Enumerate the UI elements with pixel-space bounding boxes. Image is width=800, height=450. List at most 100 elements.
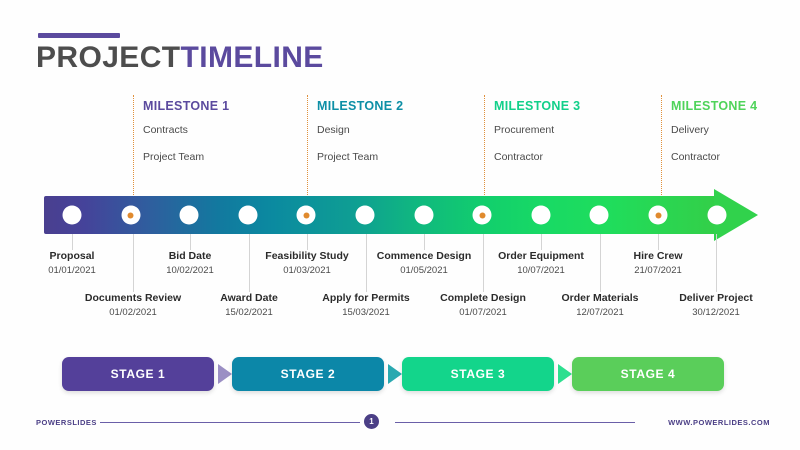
page-number-badge: 1 bbox=[364, 414, 379, 429]
event-name: Commence Design bbox=[376, 250, 472, 262]
timeline-event-label: Order Materials 12/07/2021 bbox=[544, 292, 656, 319]
timeline-tick bbox=[190, 234, 191, 250]
timeline-milestone-node[interactable] bbox=[296, 205, 316, 225]
milestone-connector-line-2 bbox=[307, 95, 308, 213]
event-date: 30/12/2021 bbox=[692, 306, 740, 318]
timeline-tick bbox=[424, 234, 425, 250]
timeline-event-label: Documents Review 01/02/2021 bbox=[77, 292, 189, 319]
event-name: Proposal bbox=[49, 250, 95, 262]
timeline-node[interactable] bbox=[589, 205, 609, 225]
event-name: Hire Crew bbox=[633, 250, 683, 262]
timeline-node[interactable] bbox=[238, 205, 258, 225]
timeline-bar-gradient bbox=[44, 196, 716, 234]
footer-brand-left: POWERSLIDES bbox=[36, 418, 97, 427]
timeline-node[interactable] bbox=[414, 205, 434, 225]
milestone-detail-secondary: Contractor bbox=[494, 151, 544, 163]
timeline-tick bbox=[133, 234, 134, 292]
timeline-event-label: Commence Design 01/05/2021 bbox=[368, 250, 480, 277]
stage-bar-3[interactable]: STAGE 3 bbox=[402, 357, 554, 391]
timeline-node[interactable] bbox=[531, 205, 551, 225]
event-name: Order Equipment bbox=[498, 250, 584, 262]
page-title-part2: TIMELINE bbox=[180, 41, 324, 74]
milestone-title: MILESTONE 2 bbox=[317, 99, 404, 113]
timeline-node[interactable] bbox=[62, 205, 82, 225]
timeline-tick bbox=[366, 234, 367, 292]
stage-connector-arrow-icon bbox=[388, 364, 402, 384]
timeline-event-label: Award Date 15/02/2021 bbox=[193, 292, 305, 319]
milestone-title: MILESTONE 3 bbox=[494, 99, 581, 113]
stage-bar-4[interactable]: STAGE 4 bbox=[572, 357, 724, 391]
event-date: 15/03/2021 bbox=[342, 306, 390, 318]
timeline-event-label: Deliver Project 30/12/2021 bbox=[660, 292, 772, 319]
stage-bar-2[interactable]: STAGE 2 bbox=[232, 357, 384, 391]
milestone-title: MILESTONE 1 bbox=[143, 99, 230, 113]
event-name: Award Date bbox=[220, 292, 278, 304]
milestone-marker-dot-icon bbox=[303, 212, 310, 218]
timeline-tick bbox=[249, 234, 250, 292]
timeline-tick bbox=[483, 234, 484, 292]
timeline-node[interactable] bbox=[355, 205, 375, 225]
footer: POWERSLIDES 1 WWW.POWERLIDES.COM bbox=[0, 414, 800, 436]
timeline-tick bbox=[541, 234, 542, 250]
timeline-event-label: Bid Date 10/02/2021 bbox=[134, 250, 246, 277]
timeline-node[interactable] bbox=[707, 205, 727, 225]
timeline-milestone-node[interactable] bbox=[121, 205, 141, 225]
timeline-event-label: Proposal 01/01/2021 bbox=[16, 250, 128, 277]
event-name: Apply for Permits bbox=[322, 292, 410, 304]
title-accent-rule bbox=[38, 33, 120, 38]
timeline-node[interactable] bbox=[179, 205, 199, 225]
milestone-title: MILESTONE 4 bbox=[671, 99, 758, 113]
stage-connector-arrow-icon bbox=[218, 364, 232, 384]
event-name: Bid Date bbox=[168, 250, 212, 262]
milestone-detail-primary: Procurement bbox=[494, 124, 555, 136]
page-title: PROJECTTIMELINE bbox=[36, 41, 324, 75]
event-name: Order Materials bbox=[561, 292, 639, 304]
event-date: 21/07/2021 bbox=[634, 264, 682, 276]
timeline-event-label: Order Equipment 10/07/2021 bbox=[485, 250, 597, 277]
milestone-detail-primary: Delivery bbox=[671, 124, 709, 136]
event-date: 01/05/2021 bbox=[400, 264, 448, 276]
milestone-connector-line-1 bbox=[133, 95, 134, 213]
timeline-tick bbox=[658, 234, 659, 250]
milestone-detail-secondary: Contractor bbox=[671, 151, 721, 163]
timeline-milestone-node[interactable] bbox=[472, 205, 492, 225]
stage-bar-1[interactable]: STAGE 1 bbox=[62, 357, 214, 391]
timeline-bar bbox=[44, 189, 758, 241]
timeline-tick bbox=[72, 234, 73, 250]
event-date: 01/03/2021 bbox=[283, 264, 331, 276]
page-title-part1: PROJECT bbox=[36, 41, 181, 74]
event-name: Feasibility Study bbox=[265, 250, 349, 262]
footer-rule-left bbox=[100, 422, 360, 423]
event-date: 15/02/2021 bbox=[225, 306, 273, 318]
milestone-connector-line-3 bbox=[484, 95, 485, 213]
event-date: 01/01/2021 bbox=[48, 264, 96, 276]
timeline-tick bbox=[716, 234, 717, 292]
milestone-connector-line-4 bbox=[661, 95, 662, 213]
milestone-detail-secondary: Project Team bbox=[317, 151, 379, 163]
timeline-tick bbox=[600, 234, 601, 292]
milestone-marker-dot-icon bbox=[127, 212, 134, 218]
timeline-event-label: Apply for Permits 15/03/2021 bbox=[310, 292, 422, 319]
milestone-detail-secondary: Project Team bbox=[143, 151, 205, 163]
event-date: 01/02/2021 bbox=[109, 306, 157, 318]
timeline-milestone-node[interactable] bbox=[648, 205, 668, 225]
event-name: Deliver Project bbox=[679, 292, 753, 304]
milestone-detail-primary: Design bbox=[317, 124, 350, 136]
milestone-marker-dot-icon bbox=[479, 212, 486, 218]
footer-brand-right: WWW.POWERLIDES.COM bbox=[668, 418, 770, 427]
event-date: 10/02/2021 bbox=[166, 264, 214, 276]
milestone-detail-primary: Contracts bbox=[143, 124, 188, 136]
event-date: 10/07/2021 bbox=[517, 264, 565, 276]
event-date: 12/07/2021 bbox=[576, 306, 624, 318]
stage-connector-arrow-icon bbox=[558, 364, 572, 384]
milestone-marker-dot-icon bbox=[655, 212, 661, 218]
event-date: 01/07/2021 bbox=[459, 306, 507, 318]
timeline-event-label: Feasibility Study 01/03/2021 bbox=[251, 250, 363, 277]
event-name: Documents Review bbox=[84, 292, 182, 304]
